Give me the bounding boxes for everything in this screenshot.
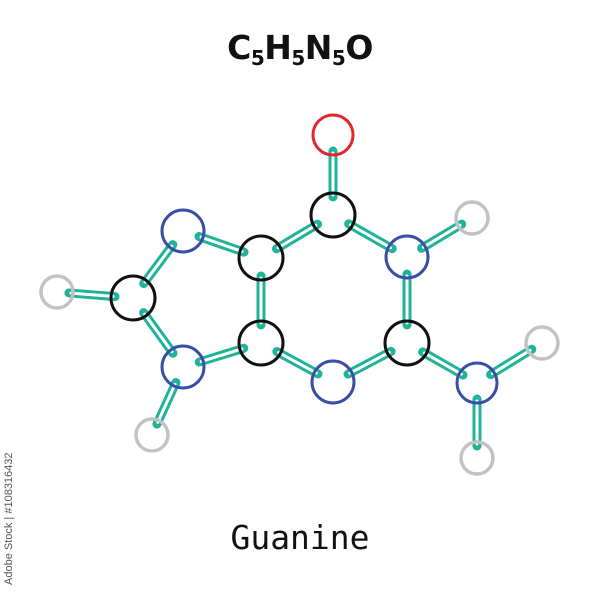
bond bbox=[343, 346, 396, 379]
bond bbox=[139, 308, 178, 358]
hydrogen-atom bbox=[39, 274, 75, 310]
nitrogen-atom bbox=[455, 361, 499, 405]
bond bbox=[194, 343, 249, 367]
molecule-name: Guanine bbox=[230, 518, 370, 557]
formula-element: O bbox=[345, 28, 373, 67]
hydrogen-atom bbox=[524, 325, 560, 361]
bond bbox=[417, 219, 467, 253]
bond bbox=[64, 288, 120, 302]
atoms-layer bbox=[39, 113, 560, 476]
nitrogen-atom bbox=[384, 234, 430, 280]
hydrogen-atom bbox=[454, 200, 490, 236]
carbon-atom bbox=[109, 274, 157, 322]
formula-element: N bbox=[304, 28, 333, 67]
formula-subscript: 5 bbox=[331, 46, 346, 70]
bond bbox=[152, 377, 181, 429]
bond bbox=[344, 219, 397, 254]
formula-subscript: 5 bbox=[291, 46, 305, 70]
nitrogen-atom bbox=[310, 359, 356, 405]
formula-subscript: 5 bbox=[250, 46, 265, 70]
side-credit: Adobe Stock | #108316432 bbox=[3, 452, 15, 585]
bond bbox=[272, 347, 323, 379]
carbon-atom bbox=[309, 191, 357, 239]
bond bbox=[271, 219, 323, 254]
bond bbox=[418, 347, 468, 380]
carbon-atom bbox=[383, 319, 431, 367]
bonds-layer bbox=[64, 146, 537, 451]
oxygen-atom bbox=[311, 113, 355, 157]
molecular-formula: C5H5N5O bbox=[0, 28, 600, 70]
bond bbox=[486, 344, 537, 380]
formula-element: H bbox=[264, 28, 292, 67]
carbon-atom bbox=[237, 319, 285, 367]
nitrogen-atom bbox=[160, 208, 206, 254]
bond bbox=[194, 232, 249, 257]
bond bbox=[139, 240, 178, 289]
carbon-atom bbox=[237, 234, 285, 282]
nitrogen-atom bbox=[160, 344, 206, 390]
formula-element: C bbox=[227, 28, 251, 67]
hydrogen-atom bbox=[134, 417, 170, 453]
hydrogen-atom bbox=[459, 440, 495, 476]
